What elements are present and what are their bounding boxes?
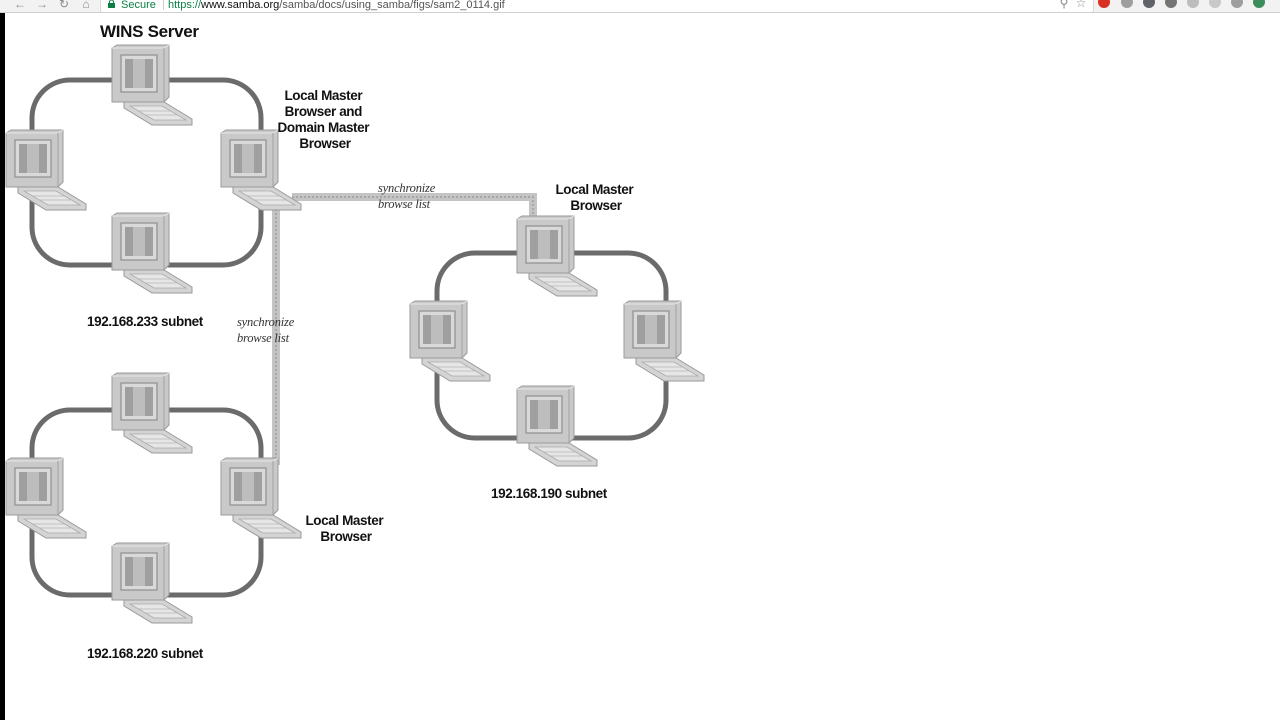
computer <box>623 300 705 382</box>
address-bar[interactable]: Secure https://www.samba.org/samba/docs/… <box>100 0 1094 12</box>
samba-network-diagram: WINS Server Local Master Browser and Dom… <box>5 22 705 661</box>
url-text[interactable]: https://www.samba.org/samba/docs/using_s… <box>168 0 505 11</box>
local-master-browser-label-190: Local Master Browser <box>555 182 636 213</box>
subnet-label-190: 192.168.190 subnet <box>491 486 608 501</box>
computer <box>409 300 491 382</box>
wins-server-computer <box>111 44 193 126</box>
url-scheme: https:// <box>168 0 202 11</box>
security-label: Secure <box>121 0 156 11</box>
wins-server-label: WINS Server <box>100 22 199 41</box>
extension-icon[interactable] <box>1253 0 1265 8</box>
url-path: /samba/docs/using_samba/figs/sam2_0114.g… <box>279 0 505 11</box>
extension-icon[interactable] <box>1187 0 1199 8</box>
opera-extension-icon[interactable] <box>1098 0 1110 8</box>
lock-icon <box>108 0 115 8</box>
extension-icon[interactable] <box>1231 0 1243 8</box>
local-master-browser-label-220: Local Master Browser <box>305 513 386 544</box>
domain-master-browser-label: Local Master Browser and Domain Master B… <box>278 88 373 151</box>
omnibox-divider <box>163 0 164 10</box>
computer <box>111 542 193 624</box>
extension-icon[interactable] <box>1165 0 1177 8</box>
extension-icon[interactable] <box>1143 0 1155 8</box>
computer <box>5 129 87 211</box>
extension-icon[interactable] <box>1209 0 1221 8</box>
window-edge <box>0 13 5 720</box>
computer <box>111 212 193 294</box>
local-master-browser-computer <box>220 457 302 539</box>
computer <box>111 372 193 454</box>
zoom-icon[interactable]: ⚲ <box>1059 0 1069 10</box>
forward-icon[interactable]: → <box>36 0 48 11</box>
sync-browse-list-note-top: synchronize browse list <box>378 181 438 211</box>
subnet-label-220: 192.168.220 subnet <box>87 646 204 661</box>
local-master-browser-computer <box>516 215 598 297</box>
browser-toolbar: ← → ↻ ⌂ Secure https://www.samba.org/sam… <box>0 0 1280 13</box>
home-icon[interactable]: ⌂ <box>82 0 90 11</box>
extension-icon[interactable] <box>1121 0 1133 8</box>
url-host: www.samba.org <box>201 0 280 11</box>
bookmark-star-icon[interactable]: ☆ <box>1075 0 1087 10</box>
domain-master-browser-computer <box>220 129 302 211</box>
sync-browse-list-note-left: synchronize browse list <box>237 315 297 345</box>
computer <box>5 457 87 539</box>
subnet-label-233: 192.168.233 subnet <box>87 314 204 329</box>
computer <box>516 385 598 467</box>
reload-icon[interactable]: ↻ <box>58 0 70 11</box>
back-icon[interactable]: ← <box>14 0 26 11</box>
